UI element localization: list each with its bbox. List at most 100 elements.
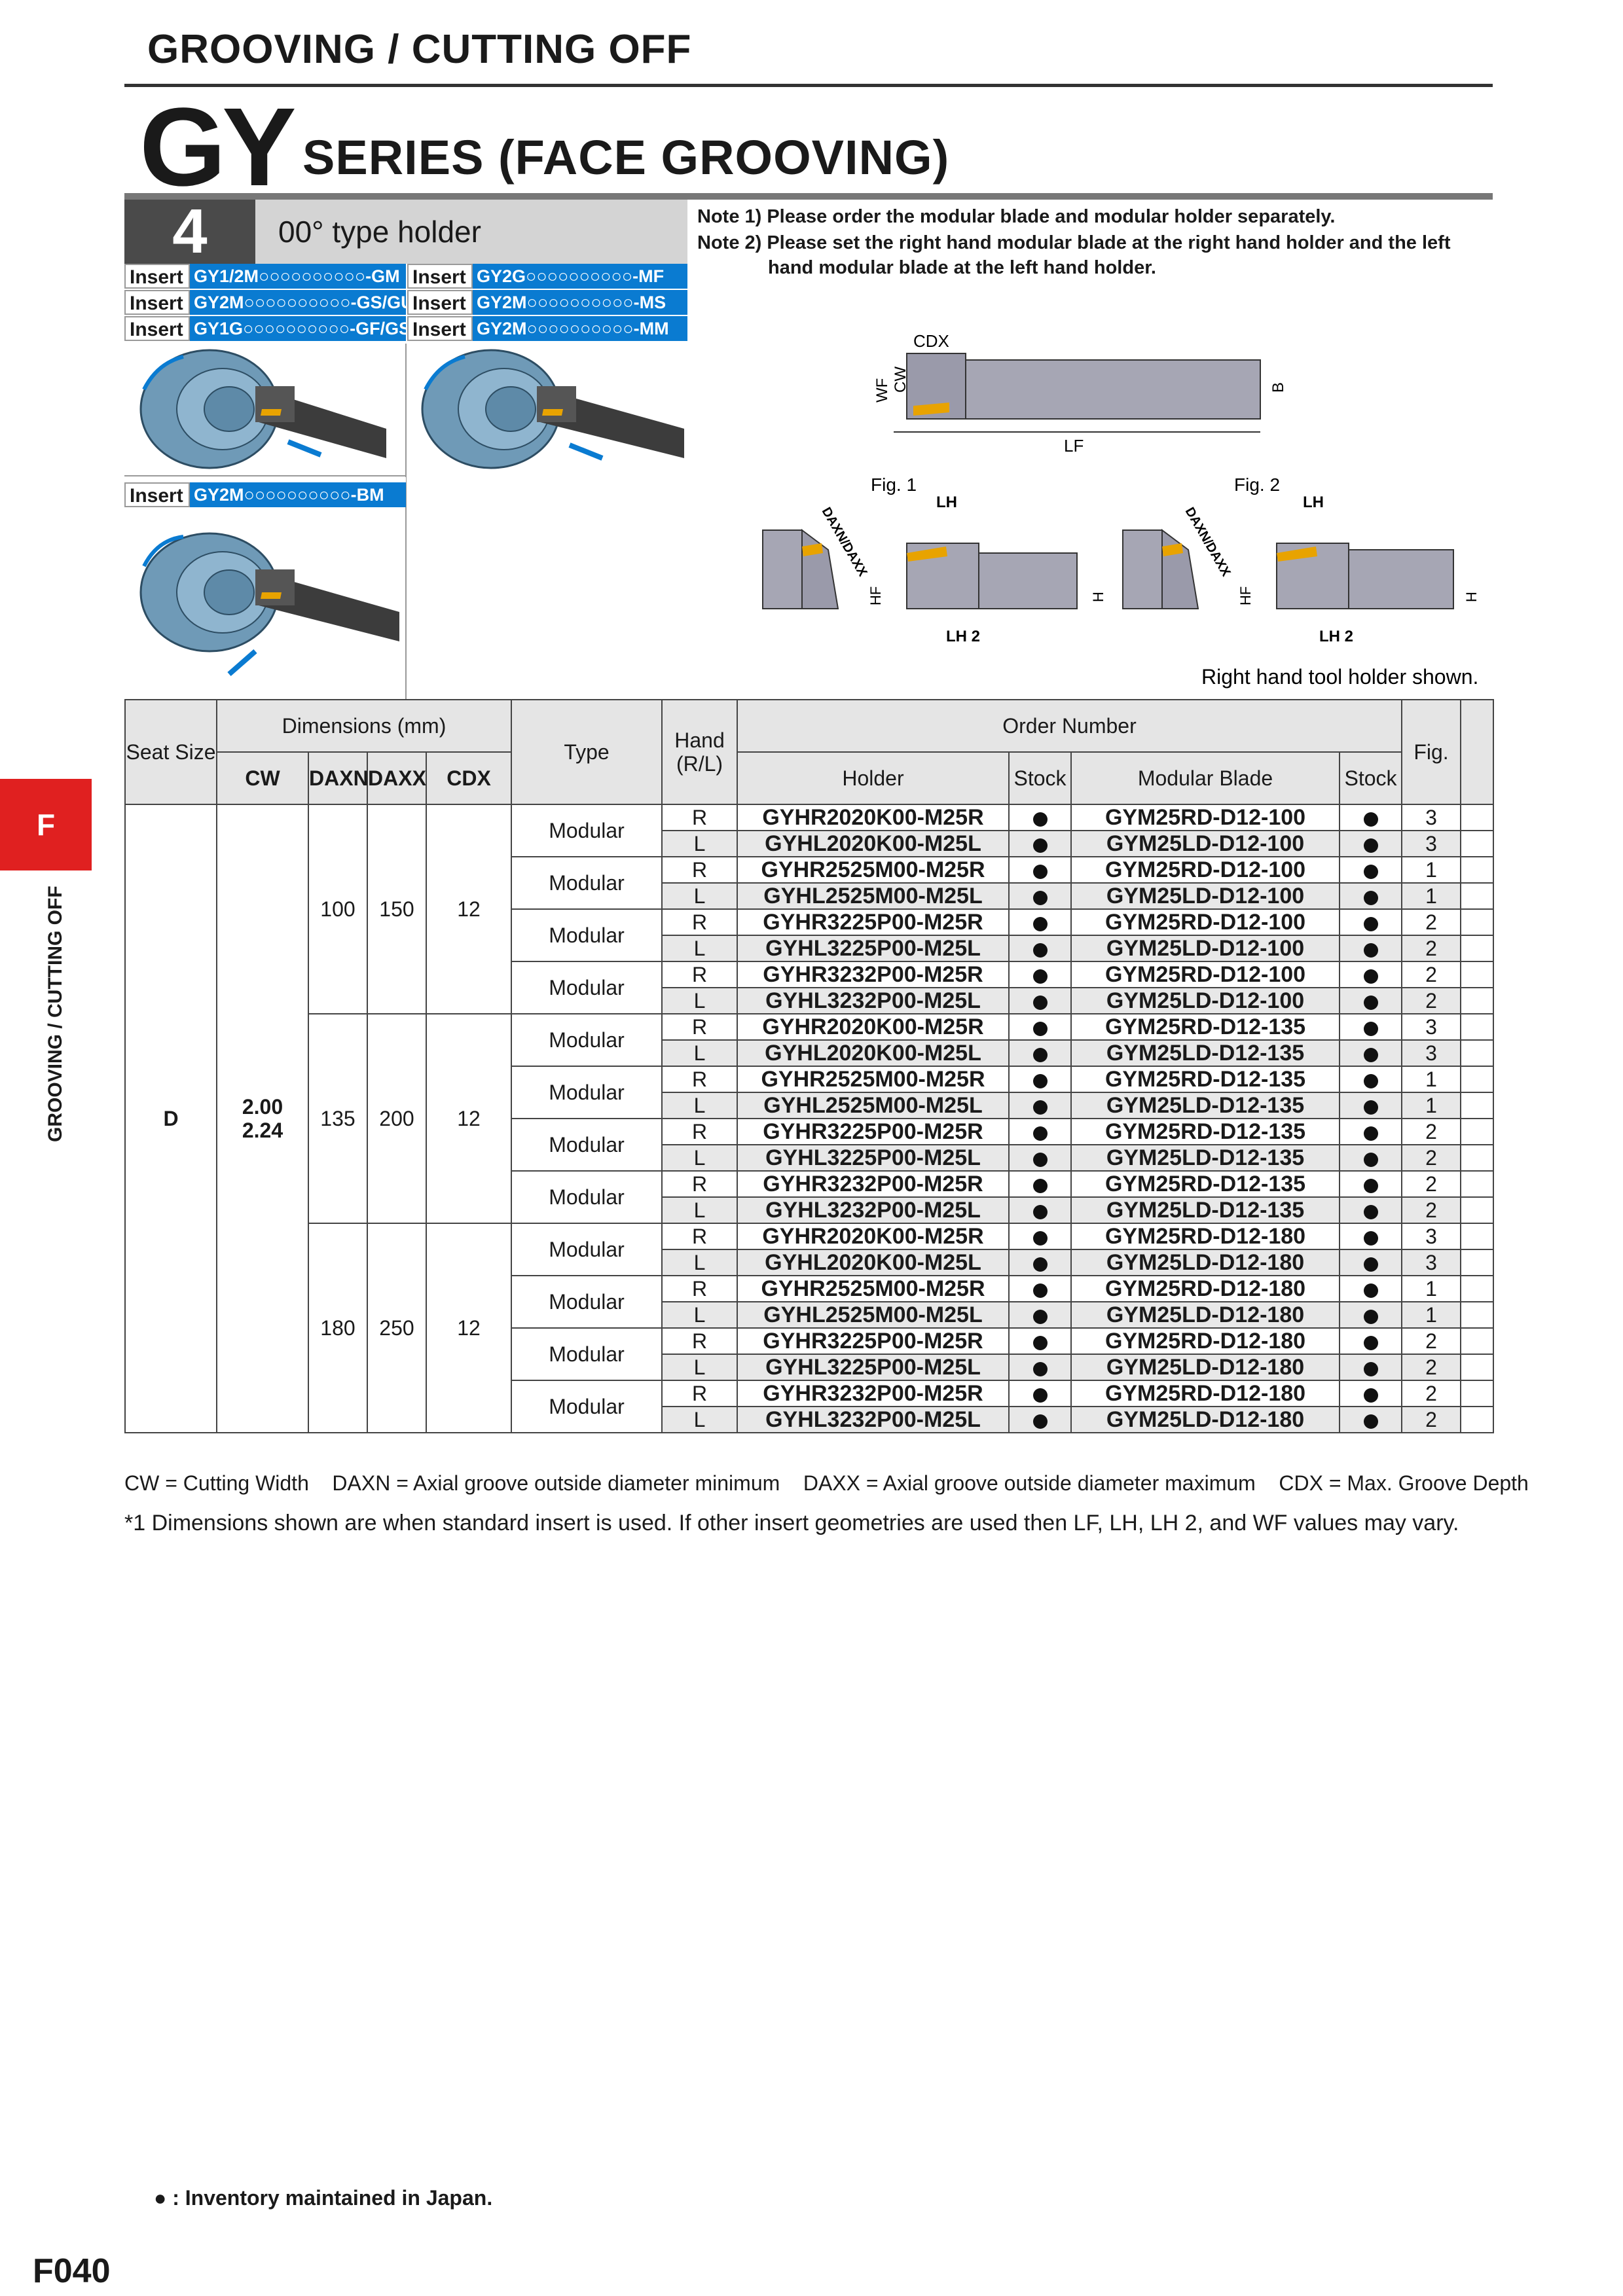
category-title: GROOVING / CUTTING OFF [147,27,692,72]
holder-code: GYHL3225P00-M25L [737,1144,1010,1172]
fig-cell: 1 [1401,856,1461,884]
cdx-cell: 12 [426,1223,512,1433]
insert-label: Insert [124,316,190,341]
holder-stock [1008,1301,1072,1329]
holder-code: GYHL3225P00-M25L [737,935,1010,962]
blade-code: GYM25LD-D12-100 [1070,935,1340,962]
stock-dot-icon [1363,916,1378,931]
stock-dot-icon [1363,1047,1378,1062]
cdx-label: CDX [913,331,949,351]
holder-stock [1008,1223,1072,1250]
blade-code: GYM25LD-D12-180 [1070,1406,1340,1433]
stock-dot-icon [1363,1283,1378,1298]
spacer-cell [1460,1118,1494,1145]
stock-dot-icon [1363,812,1378,827]
holder-dimension-svg: LF CDX WF CW B Fig. 1 LH HF H LH 2 DAXN/… [762,331,1480,689]
holder-code: GYHR3225P00-M25R [737,1327,1010,1355]
header-holder: Holder [737,751,1010,805]
fig-cell: 3 [1401,830,1461,857]
fig-cell: 2 [1401,908,1461,936]
holder-code: GYHL3232P00-M25L [737,1406,1010,1433]
blade-code: GYM25RD-D12-100 [1070,804,1340,831]
blade-stock [1339,1354,1402,1381]
spacer-cell [1460,1196,1494,1224]
holder-code: GYHR2525M00-M25R [737,856,1010,884]
blade-stock [1339,1118,1402,1145]
insert-label: Insert [407,290,473,315]
stock-dot-icon [1032,1388,1048,1403]
blade-code: GYM25LD-D12-100 [1070,882,1340,910]
stock-dot-icon [1363,1335,1378,1350]
hand-cell: L [661,1092,738,1119]
stock-dot-icon [1363,1152,1378,1167]
spacer-cell [1460,882,1494,910]
header-dimensions: Dimensions (mm) [216,699,512,753]
holder-code: GYHR3232P00-M25R [737,1380,1010,1407]
holder-code: GYHL2525M00-M25L [737,1092,1010,1119]
hand-cell: R [661,1380,738,1407]
hand-cell: R [661,1275,738,1302]
holder-code: GYHL2525M00-M25L [737,882,1010,910]
blade-code: GYM25LD-D12-180 [1070,1249,1340,1276]
insert-code: GY2M○○○○○○○○○○-BM [190,482,406,507]
workpiece-illustration-2 [421,349,684,469]
blade-stock [1339,1301,1402,1329]
insert-label: Insert [407,264,473,289]
stock-dot-icon [1363,1388,1378,1403]
blade-stock [1339,830,1402,857]
holder-stock [1008,1406,1072,1433]
fig-cell: 2 [1401,1196,1461,1224]
stock-dot-icon [1032,890,1048,905]
blade-code: GYM25RD-D12-180 [1070,1275,1340,1302]
holder-stock [1008,1013,1072,1041]
stock-note: ● : Inventory maintained in Japan. [154,2186,493,2210]
h-label-2: H [1463,592,1480,602]
fig-cell: 1 [1401,1275,1461,1302]
daxn-cell: 100 [308,804,368,1014]
insert-code: GY1/2M○○○○○○○○○○-GM [190,264,406,289]
stock-dot-icon [1363,1361,1378,1376]
holder-stock [1008,935,1072,962]
header-daxn: DAXN [308,751,369,805]
stock-dot-icon [1032,969,1048,984]
stock-dot-icon [1363,1230,1378,1246]
blade-code: GYM25RD-D12-135 [1070,1013,1340,1041]
stock-dot-icon [1032,1178,1048,1193]
insert-code: GY2M○○○○○○○○○○-MM [473,316,687,341]
hand-cell: R [661,856,738,884]
type-cell: Modular [511,1066,663,1119]
diagram-caption: Right hand tool holder shown. [1201,665,1478,689]
blade-code: GYM25RD-D12-180 [1070,1223,1340,1250]
dimension-drawing: LF CDX WF CW B Fig. 1 LH HF H LH 2 DAXN/… [697,327,1503,694]
blade-code: GYM25LD-D12-180 [1070,1301,1340,1329]
section-tab[interactable]: F [0,779,92,870]
cw-value-2: 2.24 [242,1119,283,1142]
blade-code: GYM25RD-D12-135 [1070,1118,1340,1145]
daxn-cell: 180 [308,1223,368,1433]
legend-abbreviations: CW = Cutting Width DAXN = Axial groove o… [124,1471,1529,1495]
blade-stock [1339,1066,1402,1093]
stock-dot-icon [1032,1283,1048,1298]
cdx-cell: 12 [426,1013,512,1224]
stock-dot-icon [1032,916,1048,931]
daxx-cell: 200 [367,1013,427,1224]
cdx-cell: 12 [426,804,512,1014]
series-logo: GY [139,85,297,209]
section-tab-text: GROOVING / CUTTING OFF [45,886,66,1142]
hand-cell: L [661,1301,738,1329]
application-illustrations [124,344,687,700]
header-cdx: CDX [426,751,512,805]
cw-label: CW [892,367,909,393]
type-cell: Modular [511,1380,663,1433]
stock-dot-icon [1363,838,1378,853]
